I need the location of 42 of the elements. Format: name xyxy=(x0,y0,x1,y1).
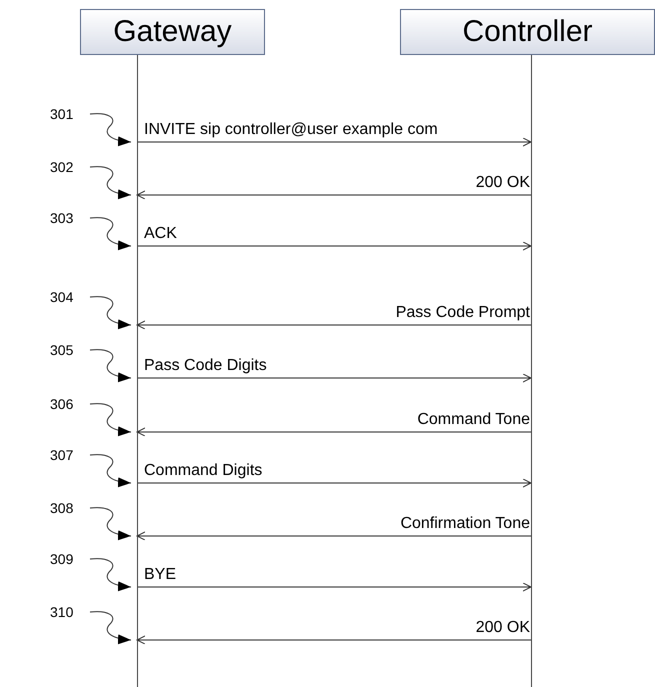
message-arrow xyxy=(136,532,532,540)
message-arrow xyxy=(136,374,532,382)
leader-line xyxy=(90,296,132,329)
message-label: BYE xyxy=(144,566,176,584)
callout-number: 308 xyxy=(50,500,74,516)
message-arrow xyxy=(136,242,532,250)
callout-number: 301 xyxy=(50,106,74,122)
message-arrow xyxy=(136,428,532,436)
callout-number: 307 xyxy=(50,447,74,463)
participant-box: Gateway xyxy=(80,9,265,55)
message-label: Confirmation Tone xyxy=(400,515,530,533)
message-label: INVITE sip controller@user example com xyxy=(144,121,438,139)
message-arrow xyxy=(136,478,532,488)
callout-number: 310 xyxy=(50,604,74,620)
participant-box: Controller xyxy=(400,9,655,55)
leader-line xyxy=(90,217,132,250)
leader-line xyxy=(90,611,132,644)
leader-line xyxy=(90,507,132,540)
callout-number: 309 xyxy=(50,551,74,567)
leader-line xyxy=(90,166,132,199)
callout-number: 303 xyxy=(50,210,74,226)
message-label: Pass Code Digits xyxy=(144,357,267,375)
message-arrow xyxy=(136,138,532,146)
leader-line xyxy=(90,558,132,591)
message-arrow xyxy=(136,636,532,644)
message-label: Command Digits xyxy=(144,462,262,480)
message-label: Pass Code Prompt xyxy=(396,304,530,322)
callout-number: 304 xyxy=(50,289,74,305)
leader-line xyxy=(90,403,132,436)
callout-number: 306 xyxy=(50,396,74,412)
callout-number: 305 xyxy=(50,342,74,358)
message-label: ACK xyxy=(144,225,177,243)
message-arrow xyxy=(136,582,532,592)
leader-line xyxy=(90,349,132,382)
leader-line xyxy=(90,113,132,146)
leader-line xyxy=(90,454,132,487)
callout-number: 302 xyxy=(50,159,74,175)
message-label: Command Tone xyxy=(417,411,530,429)
message-arrow xyxy=(136,190,532,200)
message-label: 200 OK xyxy=(476,174,530,192)
message-arrow xyxy=(136,320,532,330)
message-label: 200 OK xyxy=(476,619,530,637)
